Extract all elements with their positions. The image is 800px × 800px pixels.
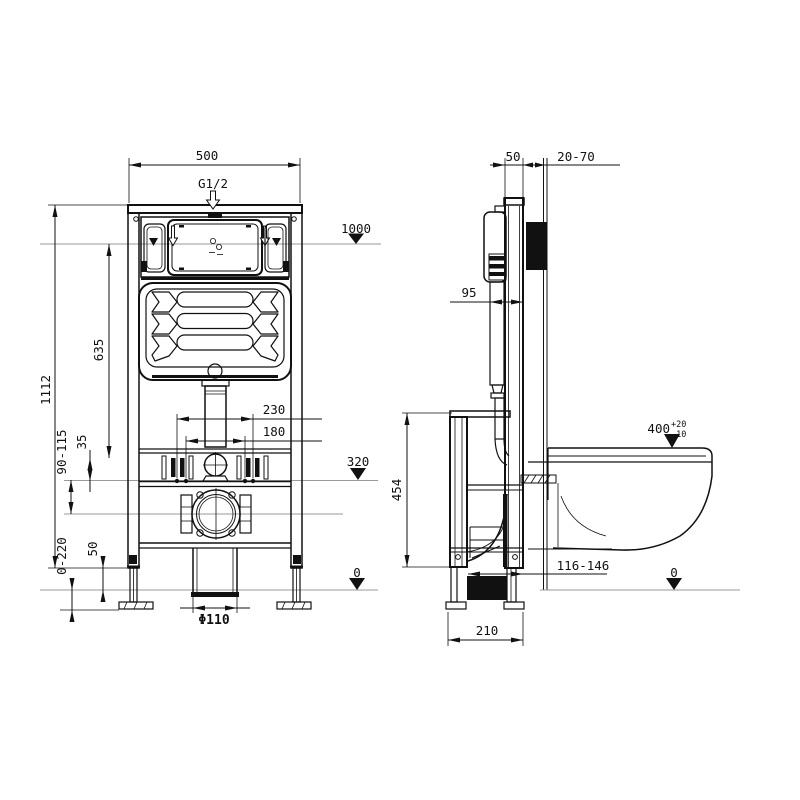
datum-0-side-label: 0 [670, 565, 678, 580]
datum-320-triangle-icon [350, 468, 366, 480]
dim-tank-depth: 95 [461, 285, 476, 300]
front-datum-lines [40, 243, 381, 591]
toilet-bowl-profile [520, 447, 713, 551]
dim-stud-spacing-outer: 230 [263, 402, 286, 417]
dim-total-height: 1112 [38, 375, 53, 405]
dim-bowl-height-tol-upper: +20 [671, 420, 686, 430]
lower-frame-box [445, 410, 525, 610]
datum-400-triangle-icon [664, 434, 680, 448]
access-window-assembly [140, 212, 290, 280]
dim-leg-adjust-range: 0-220 [54, 537, 69, 575]
datum-320-label: 320 [347, 454, 370, 469]
front-view: 500 G1/2 1112 635 35 90-115 [38, 148, 381, 628]
front-datum-markers: 1000 320 0 [341, 221, 371, 590]
front-dimensions: 500 G1/2 1112 635 35 90-115 [38, 148, 322, 628]
datum-0-side-triangle-icon [666, 578, 682, 590]
tank-emboss-pattern [151, 291, 279, 362]
datum-1000-triangle-icon [348, 233, 364, 244]
brand-logo-mark [209, 237, 223, 255]
dim-frame-width: 500 [196, 148, 219, 163]
dim-frame-depth: 50 [505, 149, 520, 164]
fixing-bolt [520, 474, 557, 484]
dim-leg-height: 50 [85, 541, 100, 556]
datum-0-front-label: 0 [353, 565, 361, 580]
dim-stud-offset: 35 [74, 434, 89, 449]
dim-outlet-depth-range: 116-146 [557, 558, 610, 573]
inlet-arrow-icon [205, 190, 221, 210]
flush-pipe [201, 379, 230, 448]
side-tank-profile [483, 205, 510, 466]
dim-foot-depth: 210 [476, 623, 499, 638]
flush-plate [526, 222, 547, 270]
adjustable-legs [118, 567, 312, 610]
datum-0-front-triangle-icon [349, 578, 365, 590]
datum-1000-label: 1000 [341, 221, 371, 236]
side-dimensions: 50 20-70 95 454 116-146 210 [389, 149, 686, 646]
stud-crossbar [139, 448, 291, 488]
dim-stud-spacing-inner: 180 [263, 424, 286, 439]
drain-fitting [180, 488, 252, 540]
dim-bowl-height: 400 [647, 421, 670, 436]
dim-tank-height: 635 [91, 339, 106, 362]
dim-drain-range: 90-115 [54, 429, 69, 474]
dim-outlet-diameter: Φ110 [198, 613, 229, 628]
label-inlet-thread: G1/2 [198, 176, 228, 191]
dim-lower-frame-height: 454 [389, 479, 404, 502]
outlet-pipe [139, 542, 291, 597]
dim-wall-gap: 20-70 [557, 149, 595, 164]
side-view: 50 20-70 95 454 116-146 210 [389, 149, 740, 646]
